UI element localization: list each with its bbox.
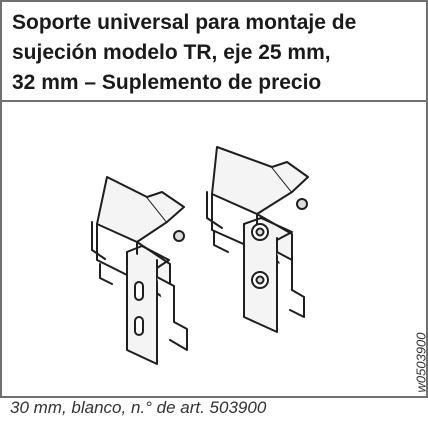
product-title-line-2: sujeción modelo TR, eje 25 mm, bbox=[12, 41, 331, 64]
product-title-box: Soporte universal para montaje de sujeci… bbox=[2, 2, 426, 102]
product-title-line-3: 32 mm – Suplemento de precio bbox=[12, 71, 322, 94]
image-code: w0503900 bbox=[413, 332, 428, 393]
bracket-illustration bbox=[91, 146, 309, 365]
product-caption: 30 mm, blanco, n.° de art. 503900 bbox=[10, 398, 267, 417]
product-panel: Soporte universal para montaje de sujeci… bbox=[0, 0, 428, 398]
product-title-line-1: Soporte universal para montaje de bbox=[12, 11, 357, 34]
